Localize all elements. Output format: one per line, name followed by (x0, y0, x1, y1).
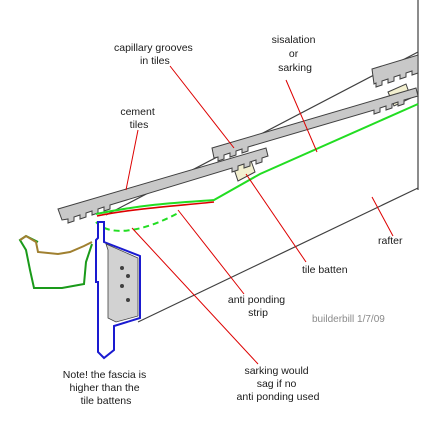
leader-cement (125, 129, 139, 191)
leader-tile-batten (245, 173, 307, 263)
label-anti-ponding-strip: anti ponding strip (228, 294, 288, 319)
tile-upper (371, 54, 419, 88)
leader-lines (125, 65, 394, 365)
fascia-bolt (120, 284, 124, 288)
leader-sisalation (285, 79, 318, 153)
sarking-sagged-line (95, 211, 181, 232)
leader-rafter (371, 196, 394, 237)
label-capillary-grooves: capillary grooves in tiles (114, 42, 196, 67)
gutter (18, 234, 93, 289)
anti-ponding-strip (96, 201, 215, 217)
gutter-lip (19, 234, 93, 256)
sarking-line (95, 103, 419, 215)
label-sisalation: sisalation or sarking (272, 34, 319, 74)
fascia (95, 221, 141, 360)
leader-sarking-sag (131, 227, 259, 365)
leader-anti-ponding (177, 209, 245, 295)
label-tile-batten: tile batten (302, 264, 348, 276)
fascia-bolt (120, 266, 124, 270)
label-rafter: rafter (378, 235, 403, 247)
fascia-bolt (126, 274, 130, 278)
cement-tiles (57, 54, 419, 224)
label-fascia-note: Note! the fascia is higher than the tile… (63, 369, 149, 407)
leader-capillary (169, 65, 235, 149)
fascia-bracket (105, 243, 139, 323)
gutter-body (18, 234, 93, 289)
tile-lower (57, 147, 269, 224)
label-sarking-sag: sarking would sag if no anti ponding use… (237, 365, 320, 403)
fascia-bolt (126, 298, 130, 302)
credit-builderbill: builderbill 1/7/09 (312, 314, 385, 325)
tile-middle (211, 87, 419, 162)
label-cement-tiles: cement tiles (120, 106, 157, 131)
